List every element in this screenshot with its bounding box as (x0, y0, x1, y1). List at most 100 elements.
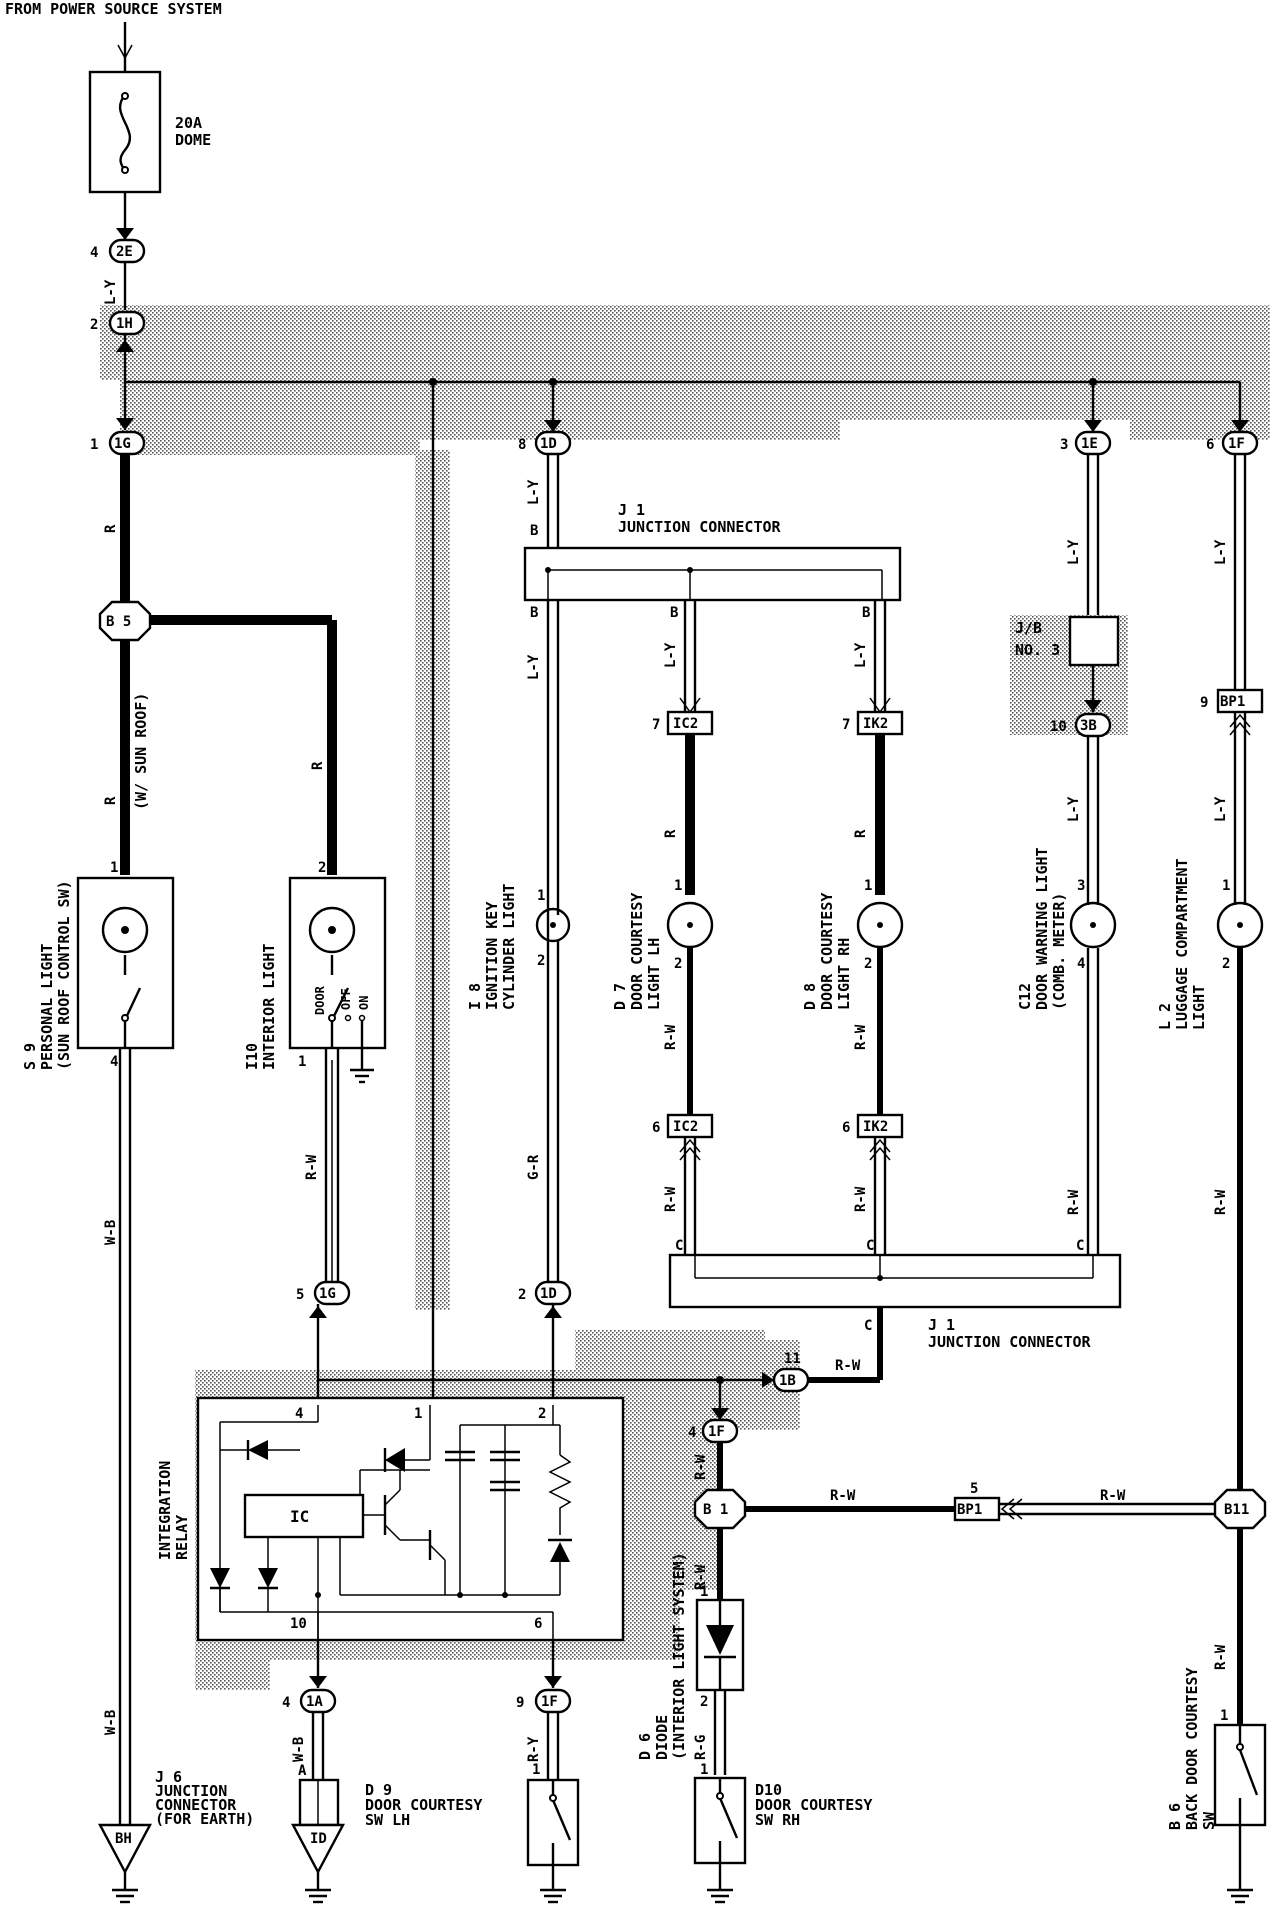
svg-text:D10: D10 (755, 1781, 782, 1799)
svg-text:3B: 3B (1080, 718, 1097, 734)
svg-text:ID: ID (310, 1831, 327, 1847)
svg-text:1: 1 (298, 1054, 306, 1070)
svg-text:R-W: R-W (1066, 1189, 1082, 1215)
svg-text:2: 2 (700, 1694, 708, 1710)
svg-text:B 5: B 5 (106, 614, 131, 630)
svg-text:R-W: R-W (835, 1358, 861, 1374)
svg-text:2: 2 (318, 860, 326, 876)
svg-text:1: 1 (532, 1762, 540, 1778)
svg-text:LIGHT RH: LIGHT RH (835, 938, 853, 1010)
svg-text:L-Y: L-Y (526, 654, 542, 680)
svg-text:BACK DOOR COURTESY: BACK DOOR COURTESY (1183, 1667, 1201, 1830)
svg-text:R-W: R-W (830, 1488, 856, 1504)
svg-text:2: 2 (538, 1406, 546, 1422)
connector-2E: 2E 4 (90, 238, 146, 264)
svg-text:8: 8 (518, 437, 526, 453)
svg-text:C: C (1076, 1238, 1084, 1254)
svg-text:LIGHT LH: LIGHT LH (645, 938, 663, 1010)
svg-text:PERSONAL LIGHT: PERSONAL LIGHT (38, 944, 56, 1070)
svg-text:DOOR COURTESY: DOOR COURTESY (755, 1796, 872, 1814)
interior-light-i10: DOOR OFF ON 2 1 I10 INTERIOR LIGHT (243, 860, 387, 1084)
svg-text:4: 4 (295, 1406, 303, 1422)
svg-text:1: 1 (700, 1762, 708, 1778)
connector-IC2-bot: IC2 6 (652, 1113, 714, 1139)
connector-1G-top: 1G 1 (90, 430, 146, 456)
svg-text:1: 1 (414, 1406, 422, 1422)
connector-1F-top: 1F 6 (1206, 430, 1259, 456)
svg-text:R-W: R-W (663, 1186, 679, 1212)
svg-text:SW RH: SW RH (755, 1811, 800, 1829)
svg-text:IGNITION KEY: IGNITION KEY (483, 902, 501, 1010)
svg-text:DOOR COURTESY: DOOR COURTESY (628, 893, 646, 1010)
svg-text:DOOR COURTESY: DOOR COURTESY (365, 1796, 482, 1814)
svg-text:1: 1 (1222, 878, 1230, 894)
svg-text:2: 2 (518, 1287, 526, 1303)
power-source-label: FROM POWER SOURCE SYSTEM (5, 0, 222, 18)
splice-B11: B11 (1213, 1488, 1267, 1530)
connector-1B: 1B 11 (772, 1351, 810, 1393)
svg-text:L-Y: L-Y (663, 642, 679, 668)
personal-light-s9: 1 4 S 9 PERSONAL LIGHT (SUN ROOF CONTROL… (21, 860, 175, 1070)
svg-text:1: 1 (1220, 1708, 1228, 1724)
svg-text:B11: B11 (1224, 1502, 1249, 1518)
svg-text:BH: BH (115, 1831, 132, 1847)
diode-d6: 1 2 D 6 DIODE (INTERIOR LIGHT SYSTEM) (636, 1552, 745, 1760)
svg-text:D 8: D 8 (801, 983, 819, 1010)
svg-text:R-W: R-W (693, 1564, 709, 1590)
svg-text:10: 10 (290, 1616, 307, 1632)
svg-text:9: 9 (516, 1695, 524, 1711)
door-courtesy-light-d8: 1 2 D 8 DOOR COURTESY LIGHT RH (801, 878, 904, 1010)
svg-text:W-B: W-B (103, 1220, 119, 1245)
svg-text:S 9: S 9 (21, 1043, 39, 1070)
svg-text:10: 10 (1050, 719, 1067, 735)
svg-text:B: B (530, 605, 538, 621)
svg-text:2: 2 (674, 956, 682, 972)
connector-1A: 1A 4 (282, 1688, 337, 1714)
svg-text:1F: 1F (1228, 436, 1245, 452)
svg-text:LUGGAGE COMPARTMENT: LUGGAGE COMPARTMENT (1173, 858, 1191, 1030)
svg-text:B: B (530, 523, 538, 539)
integration-relay: INTEGRATION RELAY 4 1 2 10 6 IC (156, 1396, 625, 1642)
svg-text:3: 3 (1077, 878, 1085, 894)
svg-text:9: 9 (1200, 695, 1208, 711)
svg-text:L-Y: L-Y (526, 479, 542, 505)
svg-text:2E: 2E (116, 244, 133, 260)
svg-text:LIGHT: LIGHT (1190, 985, 1208, 1030)
connector-1D-top: 1D 8 (518, 430, 572, 456)
svg-text:R-W: R-W (693, 1454, 709, 1480)
svg-text:4: 4 (110, 1054, 118, 1070)
svg-text:L 2: L 2 (1156, 1003, 1174, 1030)
svg-text:R-W: R-W (1100, 1488, 1126, 1504)
svg-text:SW: SW (1200, 1811, 1218, 1830)
connector-BP1-bottom: BP1 5 (953, 1481, 1001, 1522)
svg-text:L-Y: L-Y (1066, 539, 1082, 565)
ignition-key-light-i8: 1 2 I 8 IGNITION KEY CYLINDER LIGHT (466, 884, 571, 1010)
svg-text:BP1: BP1 (957, 1502, 982, 1518)
svg-text:NO. 3: NO. 3 (1015, 641, 1060, 659)
svg-text:4: 4 (282, 1695, 290, 1711)
svg-text:W-B: W-B (291, 1737, 307, 1762)
door-courtesy-switch-d10: 1 D10 DOOR COURTESY SW RH (693, 1762, 872, 1904)
svg-text:C: C (675, 1238, 683, 1254)
svg-text:R-Y: R-Y (526, 1736, 542, 1762)
svg-text:C: C (866, 1238, 874, 1254)
svg-text:1: 1 (90, 437, 98, 453)
svg-text:6: 6 (1206, 437, 1214, 453)
svg-text:11: 11 (784, 1351, 801, 1367)
svg-text:(W/ SUN ROOF): (W/ SUN ROOF) (132, 693, 150, 810)
svg-text:DOOR COURTESY: DOOR COURTESY (818, 893, 836, 1010)
svg-text:J 1: J 1 (618, 501, 645, 519)
svg-text:R-G: R-G (693, 1735, 709, 1760)
svg-text:6: 6 (652, 1120, 660, 1136)
fuse-name: DOME (175, 131, 211, 149)
svg-text:DIODE: DIODE (653, 1715, 671, 1760)
ground-ID: ID (291, 1823, 345, 1904)
svg-text:1G: 1G (114, 436, 131, 452)
connector-IK2-top: IK2 7 (842, 710, 904, 736)
svg-text:R: R (853, 829, 869, 838)
svg-text:JUNCTION CONNECTOR: JUNCTION CONNECTOR (618, 518, 782, 536)
door-courtesy-switch-d9: 1 (526, 1762, 580, 1904)
svg-text:JUNCTION CONNECTOR: JUNCTION CONNECTOR (928, 1333, 1092, 1351)
svg-text:DOOR: DOOR (313, 985, 327, 1015)
